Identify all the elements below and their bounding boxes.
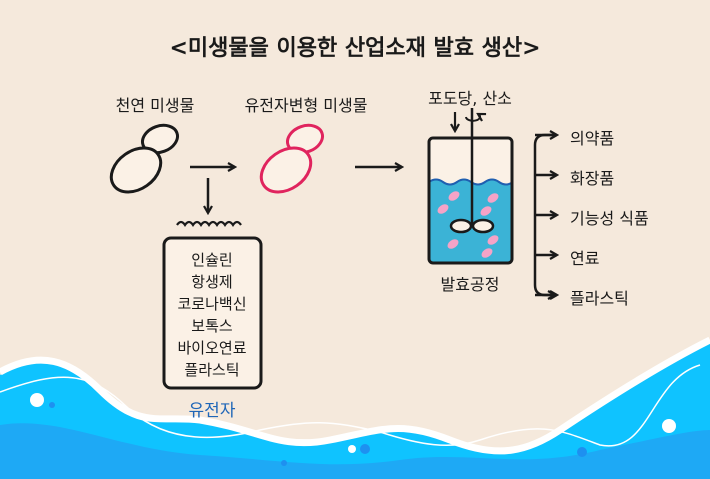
gene-item: 인슐린 [191, 251, 233, 269]
product-item: 의약품 [570, 129, 615, 148]
process-label: 발효공정 [440, 275, 500, 294]
gene-item: 코로나백신 [177, 295, 247, 313]
gene-item: 항생제 [191, 273, 233, 291]
gene-item: 바이오연료 [177, 339, 247, 357]
decorative-waves [0, 336, 710, 479]
product-item: 기능성 식품 [570, 209, 649, 228]
product-branches [533, 135, 557, 295]
gene-item: 보톡스 [191, 317, 233, 335]
gmo-microbe-icon [259, 123, 324, 194]
product-item: 플라스틱 [570, 289, 629, 308]
gene-item: 플라스틱 [184, 361, 240, 379]
product-item: 화장품 [570, 169, 615, 188]
gene-label: 유전자 [188, 401, 236, 421]
input-label: 포도당, 산소 [428, 89, 512, 108]
dna-wave-icon [176, 220, 242, 227]
page-title: <미생물을 이용한 산업소재 발효 생산> [169, 36, 541, 61]
gene-box [162, 236, 263, 390]
fermenter-tank-icon [427, 108, 514, 265]
natural-microbe-label: 천연 미생물 [115, 96, 195, 115]
natural-microbe-icon [109, 123, 179, 194]
product-item: 연료 [570, 249, 600, 268]
gmo-microbe-label: 유전자변형 미생물 [244, 96, 368, 115]
